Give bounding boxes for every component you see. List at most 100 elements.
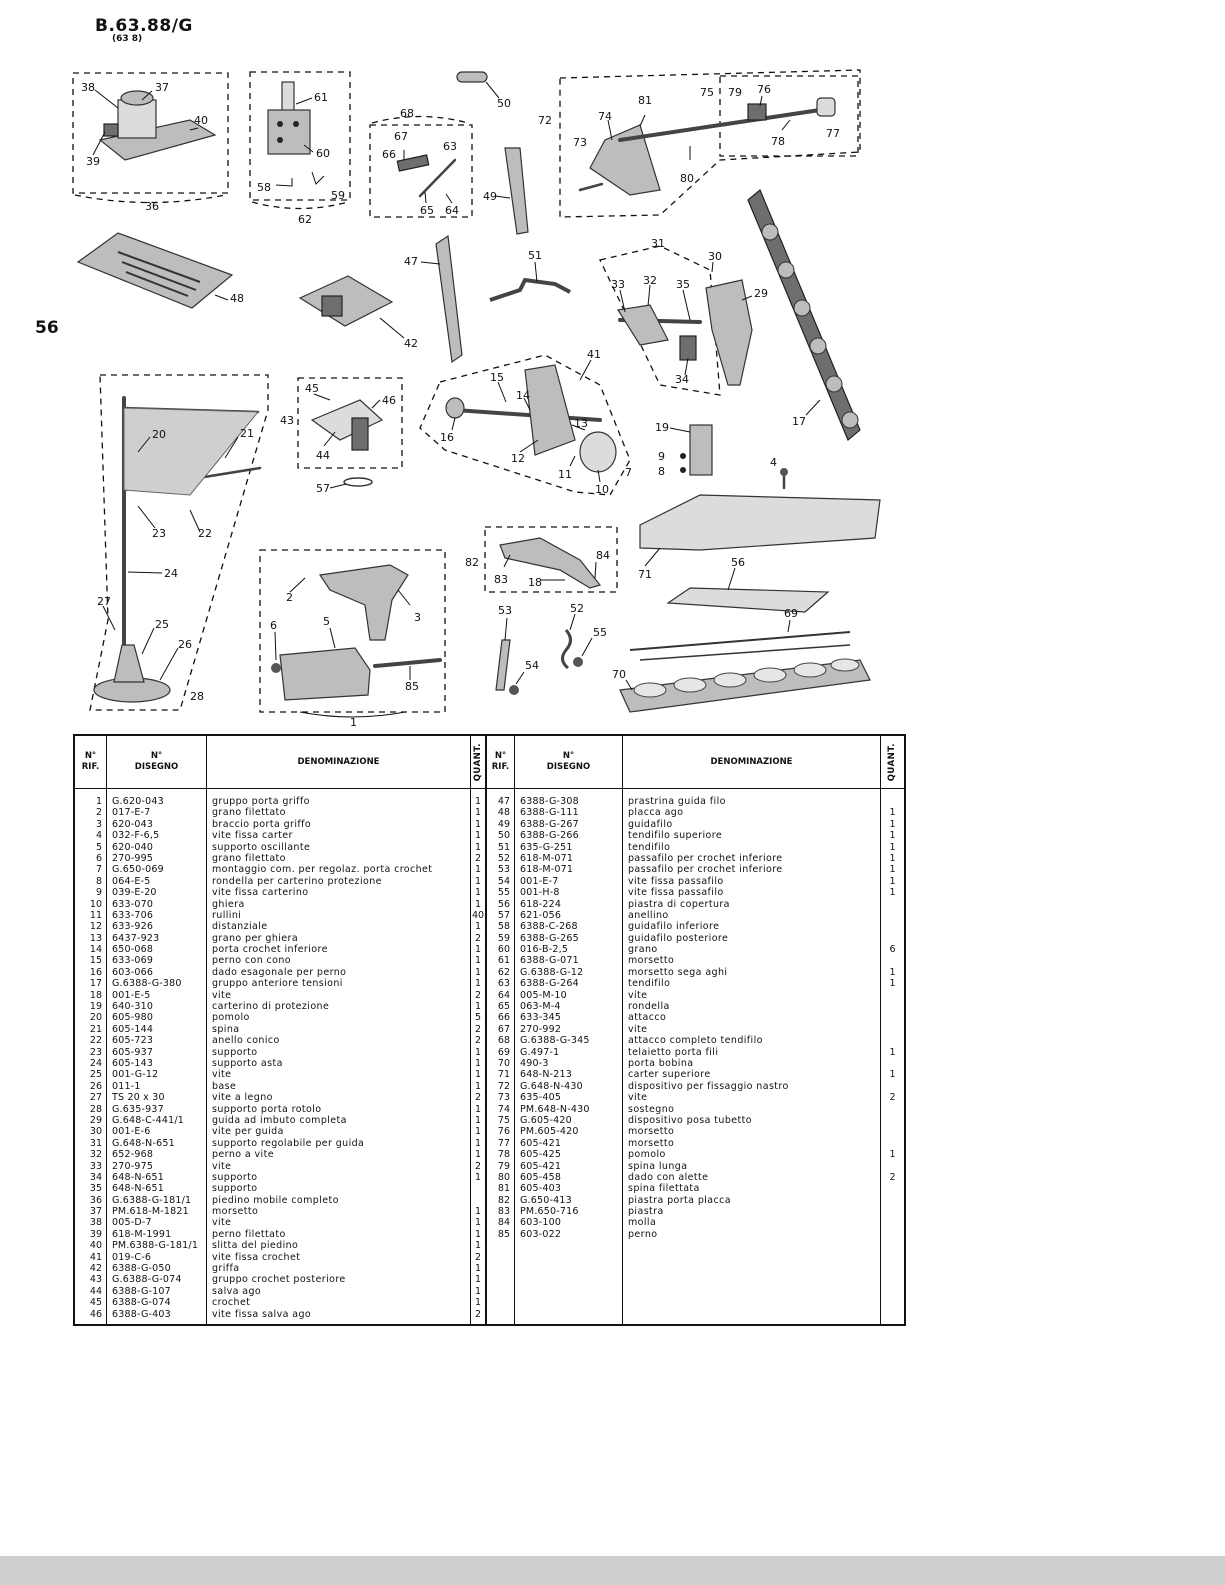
table-cell-rif: 18 (89, 989, 102, 1001)
table-cell-rif: 69 (497, 1046, 510, 1058)
callout-27: 27 (97, 595, 111, 608)
callout-72: 72 (538, 114, 552, 127)
table-cell-desc: vite fissa passafilo (628, 887, 724, 899)
table-cell-code: 016-B-2,5 (520, 944, 569, 956)
page-code: B.63.88/G (95, 16, 193, 36)
table-cell-desc: vite a legno (212, 1092, 273, 1104)
header-rif-left: N° RIF. (75, 736, 106, 789)
table-cell-code: G.650-069 (112, 864, 164, 876)
table-cell-desc: vite per guida (212, 1126, 284, 1138)
table-cell-code: TS 20 x 30 (112, 1092, 165, 1104)
table-cell-desc: tendifilo (628, 978, 671, 990)
table-cell-desc: attacco (628, 1012, 667, 1024)
callout-29: 29 (754, 287, 768, 300)
table-cell-desc: pomolo (212, 1012, 250, 1024)
table-cell-code: G.6388-G-345 (520, 1035, 590, 1047)
table-cell-code: G.6388-G-380 (112, 978, 182, 990)
group-dispositivo-nastro (559, 69, 861, 218)
callout-21: 21 (240, 427, 254, 440)
table-cell-qty (881, 1001, 904, 1012)
callout-11: 11 (558, 468, 572, 481)
part-passafilo (495, 613, 593, 695)
callout-62: 62 (298, 213, 312, 226)
table-cell-qty (881, 1183, 904, 1194)
table-cell-qty: 1 (889, 1069, 896, 1081)
table-cell-code: 6388-G-265 (520, 932, 579, 944)
table-cell-rif: 47 (497, 796, 510, 807)
callout-1: 1 (350, 716, 357, 729)
table-cell-rif: 48 (497, 807, 510, 819)
table-cell-desc: vite (212, 1069, 232, 1081)
table-cell-code: 621-056 (520, 909, 562, 921)
table-cell-rif: 37 (89, 1206, 102, 1218)
table-cell-qty: 2 (474, 1035, 482, 1047)
table-cell-code: 620-040 (112, 841, 154, 853)
part-vite-carter (780, 468, 788, 490)
table-cell-qty: 2 (474, 932, 482, 944)
table-cell-qty: 1 (474, 818, 482, 830)
callout-47: 47 (404, 255, 418, 268)
table-cell-qty: 1 (889, 864, 896, 876)
table-cell-desc: dado con alette (628, 1171, 709, 1183)
callout-67: 67 (394, 130, 408, 143)
callout-61: 61 (314, 91, 328, 104)
table-cell-qty: 1 (889, 1149, 896, 1161)
table-cell-code: 633-069 (112, 955, 154, 967)
part-guida-imbuto (705, 261, 753, 386)
callout-66: 66 (382, 148, 396, 161)
table-cell-code: 005-D-7 (112, 1217, 152, 1229)
table-cell-qty (471, 1195, 485, 1206)
table-cell-qty (881, 1126, 904, 1137)
table-cell-qty: 1 (889, 841, 896, 853)
table-cell-qty (881, 910, 904, 921)
group-needle-clamp (249, 71, 351, 210)
table-cell-desc: supporto porta rotolo (212, 1103, 322, 1115)
callout-74: 74 (598, 110, 612, 123)
table-cell-desc: vite (628, 989, 648, 1001)
table-cell-rif: 72 (497, 1080, 510, 1092)
callout-58: 58 (257, 181, 271, 194)
table-cell-qty: 1 (889, 966, 896, 978)
table-cell-rif: 36 (89, 1194, 102, 1206)
table-cell-desc: sostegno (628, 1103, 675, 1115)
table-cell-code: PM.650-716 (520, 1206, 579, 1218)
table-cell-qty: 2 (474, 1092, 482, 1104)
header-rif-right: N° RIF. (487, 736, 514, 789)
table-cell-code: 633-345 (520, 1012, 562, 1024)
table-cell-desc: tendifilo (628, 841, 671, 853)
table-cell-qty: 1 (474, 1228, 482, 1240)
table-cell-qty: 1 (889, 818, 896, 830)
table-cell-desc: morsetto (628, 955, 675, 967)
table-cell-qty (881, 933, 904, 944)
table-cell-qty (881, 1081, 904, 1092)
table-cell-qty (881, 1035, 904, 1046)
table-cell-qty: 1 (474, 1001, 482, 1013)
table-cell-code: 618-M-071 (520, 852, 574, 864)
callout-40: 40 (194, 114, 208, 127)
table-cell-rif: 82 (497, 1194, 510, 1206)
scan-bottom-bar (0, 1556, 1225, 1585)
callout-56: 56 (731, 556, 745, 569)
table-cell-rif: 8 (95, 875, 102, 887)
table-cell-desc: vite (212, 1217, 232, 1229)
table-cell-rif: 55 (497, 887, 510, 899)
table-cell-code: 6437-923 (112, 932, 160, 944)
table-cell-qty: 1 (889, 830, 896, 842)
table-cell-desc: grano filettato (212, 852, 286, 864)
table-cell-qty: 1 (474, 1285, 482, 1297)
table-cell-desc: spina (212, 1023, 240, 1035)
table-cell-qty: 1 (474, 955, 482, 967)
table-cell-rif: 68 (497, 1035, 510, 1047)
table-cell-desc: guidafilo inferiore (628, 921, 720, 933)
callout-44: 44 (316, 449, 330, 462)
table-cell-qty (881, 1115, 904, 1126)
table-cell-desc: morsetto (628, 1126, 675, 1138)
table-cell-rif: 83 (497, 1206, 510, 1218)
table-cell-qty: 1 (474, 1057, 482, 1069)
table-cell-qty: 1 (889, 807, 896, 819)
table-cell-desc: salva ago (212, 1285, 262, 1297)
